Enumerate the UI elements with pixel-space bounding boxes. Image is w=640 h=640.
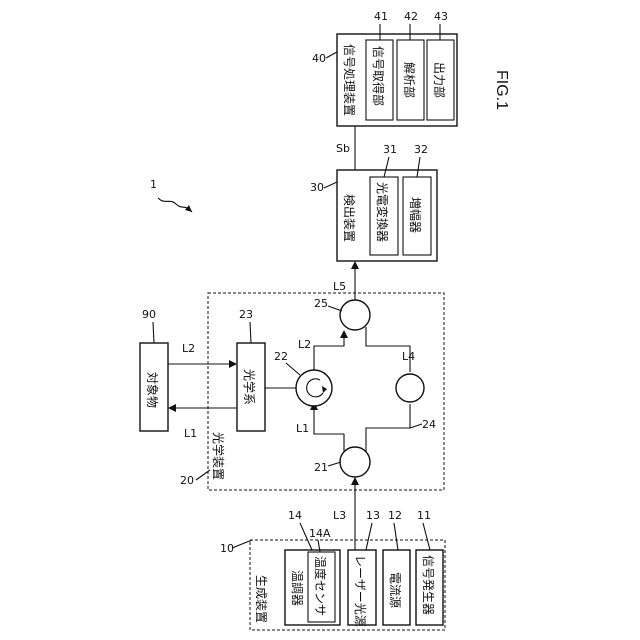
laser-label: レーザー光源 bbox=[353, 555, 367, 627]
converter-label: 光電変換器 bbox=[375, 182, 390, 242]
processor-label: 信号処理装置 bbox=[342, 44, 356, 116]
current-source-leader bbox=[394, 523, 398, 550]
optical-system-ref: 23 bbox=[239, 308, 253, 321]
splitter-ref: 21 bbox=[314, 461, 328, 474]
detector-ref: 30 bbox=[310, 181, 324, 194]
beam-l2-label-lower: L2 bbox=[298, 338, 311, 351]
current-source-label: 電流源 bbox=[388, 572, 402, 608]
signal-generator-ref: 11 bbox=[417, 509, 431, 522]
processor-ref: 40 bbox=[312, 52, 326, 65]
beam-l1-path bbox=[314, 406, 344, 452]
beam-l3-label: L3 bbox=[333, 509, 346, 522]
splitter-leader bbox=[328, 462, 341, 466]
beam-l2-label-upper: L2 bbox=[182, 342, 195, 355]
converter-ref: 31 bbox=[383, 143, 397, 156]
detector-label: 検出装置 bbox=[342, 194, 356, 242]
temp-sensor-ref: 14A bbox=[309, 527, 331, 540]
path-ref: 24 bbox=[422, 418, 436, 431]
circulator-circle bbox=[296, 370, 332, 406]
optical-ref: 20 bbox=[180, 474, 194, 487]
beam-l2-path bbox=[314, 334, 344, 370]
beam-l2-arrowhead bbox=[340, 330, 348, 338]
output-label: 出力部 bbox=[432, 62, 447, 98]
amplifier-ref: 32 bbox=[414, 143, 428, 156]
beam-l1-label-upper: L1 bbox=[184, 427, 197, 440]
analyze-ref: 42 bbox=[404, 10, 418, 23]
acquire-label: 信号取得部 bbox=[371, 46, 386, 106]
generator-ref: 10 bbox=[220, 542, 234, 555]
circulator-leader bbox=[286, 363, 300, 375]
laser-ref: 13 bbox=[366, 509, 380, 522]
optical-system-leader bbox=[250, 322, 251, 343]
beam-l4-label: L4 bbox=[402, 350, 415, 363]
target-label: 対象物 bbox=[145, 372, 159, 408]
combiner-circle bbox=[340, 300, 370, 330]
beam-l2-return-arrowhead bbox=[229, 360, 237, 368]
signal-generator-label: 信号発生器 bbox=[421, 555, 435, 615]
figure-title: FIG.1 bbox=[493, 70, 510, 110]
current-source-ref: 12 bbox=[388, 509, 402, 522]
beam-l4-path-lower bbox=[366, 404, 410, 452]
processor-leader bbox=[326, 52, 337, 58]
beam-l3-arrowhead bbox=[351, 477, 359, 485]
circulator-ref: 22 bbox=[274, 350, 288, 363]
acquire-ref: 41 bbox=[374, 10, 388, 23]
target-ref: 90 bbox=[142, 308, 156, 321]
combiner-leader bbox=[328, 306, 342, 311]
optical-system-label: 光学系 bbox=[242, 369, 257, 405]
signal-sb-label: Sb bbox=[336, 142, 350, 155]
path-leader bbox=[410, 424, 422, 428]
amplifier-label: 増幅器 bbox=[408, 197, 423, 233]
system-ref: 1 bbox=[150, 178, 157, 191]
signal-generator-leader bbox=[423, 523, 430, 550]
system-ref-arrowhead bbox=[185, 205, 192, 212]
beam-l1-emit-arrowhead bbox=[168, 404, 176, 412]
generator-leader bbox=[232, 540, 252, 548]
output-ref: 43 bbox=[434, 10, 448, 23]
reference-circle bbox=[396, 374, 424, 402]
combiner-ref: 25 bbox=[314, 297, 328, 310]
detector-leader bbox=[324, 182, 337, 188]
temp-controller-label: 温調器 bbox=[290, 570, 304, 606]
target-leader bbox=[153, 322, 154, 343]
laser-leader bbox=[366, 523, 372, 550]
beam-l5-arrowhead bbox=[351, 261, 359, 269]
temp-sensor-label: 温度センサ bbox=[313, 556, 328, 616]
analyze-label: 解析部 bbox=[402, 62, 417, 98]
temp-controller-ref: 14 bbox=[288, 509, 302, 522]
generator-label: 生成装置 bbox=[254, 575, 268, 623]
beam-l1-label-lower: L1 bbox=[296, 422, 309, 435]
beam-l5-label: L5 bbox=[333, 280, 346, 293]
optical-label: 光学装置 bbox=[211, 432, 226, 480]
